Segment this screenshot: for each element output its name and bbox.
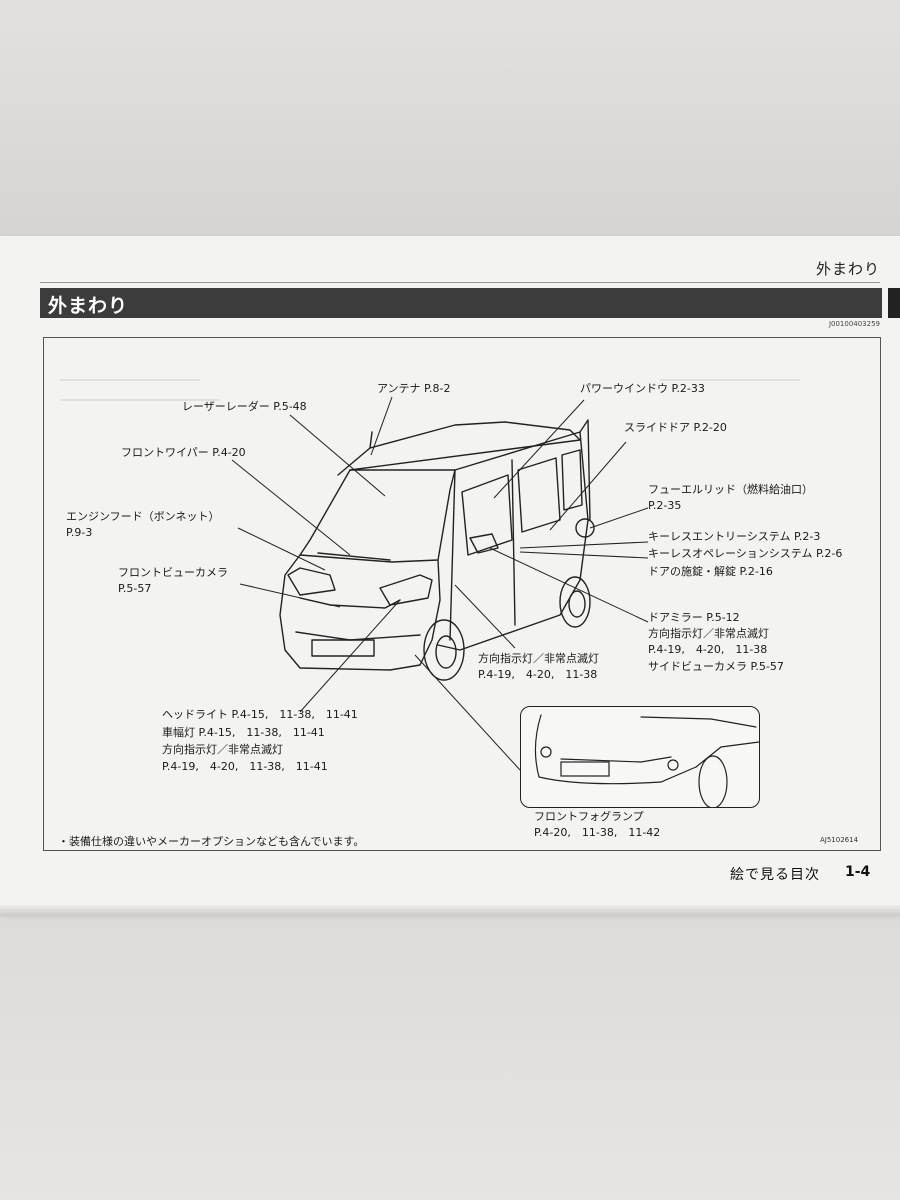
callout-front-turn-signal-pages: P.4-19, 4-20, 11-38, 11-41 [162, 760, 328, 773]
figure-code: AJ5102614 [820, 836, 859, 844]
callout-front-wiper: フロントワイパー P.4-20 [121, 446, 246, 459]
antenna-mast [369, 431, 373, 449]
callout-engine-hood-page: P.9-3 [66, 526, 93, 539]
header-rule [40, 282, 880, 283]
callout-mirror-turn-signal-pages: P.4-19, 4-20, 11-38 [648, 643, 768, 656]
table-surface-bottom [0, 910, 900, 1200]
callout-slide-door: スライドドア P.2-20 [624, 421, 727, 434]
callout-front-view-camera: フロントビューカメラ [118, 566, 228, 579]
equipment-note: ・装備仕様の違いやメーカーオプションなども含んでいます。 [58, 835, 365, 848]
callout-door-lock: ドアの施錠・解錠 P.2-16 [648, 565, 773, 578]
bleed-through-marks [60, 379, 800, 401]
document-code: J00100403259 [828, 320, 880, 328]
car-body-outline [279, 419, 595, 681]
callout-fuel-lid-page: P.2-35 [648, 499, 682, 512]
callout-side-marker: 車幅灯 P.4-15, 11-38, 11-41 [162, 726, 325, 739]
page-stack-edge [0, 905, 900, 915]
callout-antenna: アンテナ P.8-2 [377, 382, 451, 395]
callout-headlight: ヘッドライト P.4-15, 11-38, 11-41 [162, 708, 358, 721]
fog-lamp-detail-drawing [534, 714, 759, 807]
callout-door-mirror: ドアミラー P.5-12 [648, 611, 740, 624]
callout-front-view-camera-page: P.5-57 [118, 582, 152, 595]
footer-section-title: 絵で見る目次 [730, 867, 820, 883]
callout-front-turn-signal: 方向指示灯／非常点滅灯 [162, 743, 283, 756]
callout-fog-lamp-pages: P.4-20, 11-38, 11-42 [534, 826, 661, 839]
figure-frame [43, 337, 881, 851]
page-number: 1-4 [845, 864, 871, 880]
thumb-index-tab [888, 288, 900, 318]
callout-side-turn-signal-pages: P.4-19, 4-20, 11-38 [478, 668, 598, 681]
leader-lines [231, 396, 649, 771]
callout-fuel-lid: フューエルリッド（燃料給油口） [648, 483, 813, 496]
callout-mirror-turn-signal: 方向指示灯／非常点滅灯 [648, 627, 769, 640]
callout-laser-radar: レーザーレーダー P.5-48 [182, 400, 307, 413]
section-title-bar: 外まわり [40, 288, 882, 318]
callout-keyless-operation: キーレスオペレーションシステム P.2-6 [648, 547, 843, 560]
callout-engine-hood: エンジンフード（ボンネット） [66, 510, 220, 523]
callout-keyless-entry: キーレスエントリーシステム P.2-3 [648, 530, 821, 543]
callout-fog-lamp: フロントフォグランプ [534, 810, 644, 823]
callout-side-view-camera: サイドビューカメラ P.5-57 [648, 660, 784, 673]
callout-power-window: パワーウインドウ P.2-33 [580, 382, 705, 395]
fog-lamp-inset [520, 706, 760, 808]
running-head: 外まわり [815, 260, 880, 278]
table-surface-top [0, 0, 900, 240]
callout-side-turn-signal: 方向指示灯／非常点滅灯 [478, 652, 599, 665]
section-title: 外まわり [48, 295, 129, 317]
